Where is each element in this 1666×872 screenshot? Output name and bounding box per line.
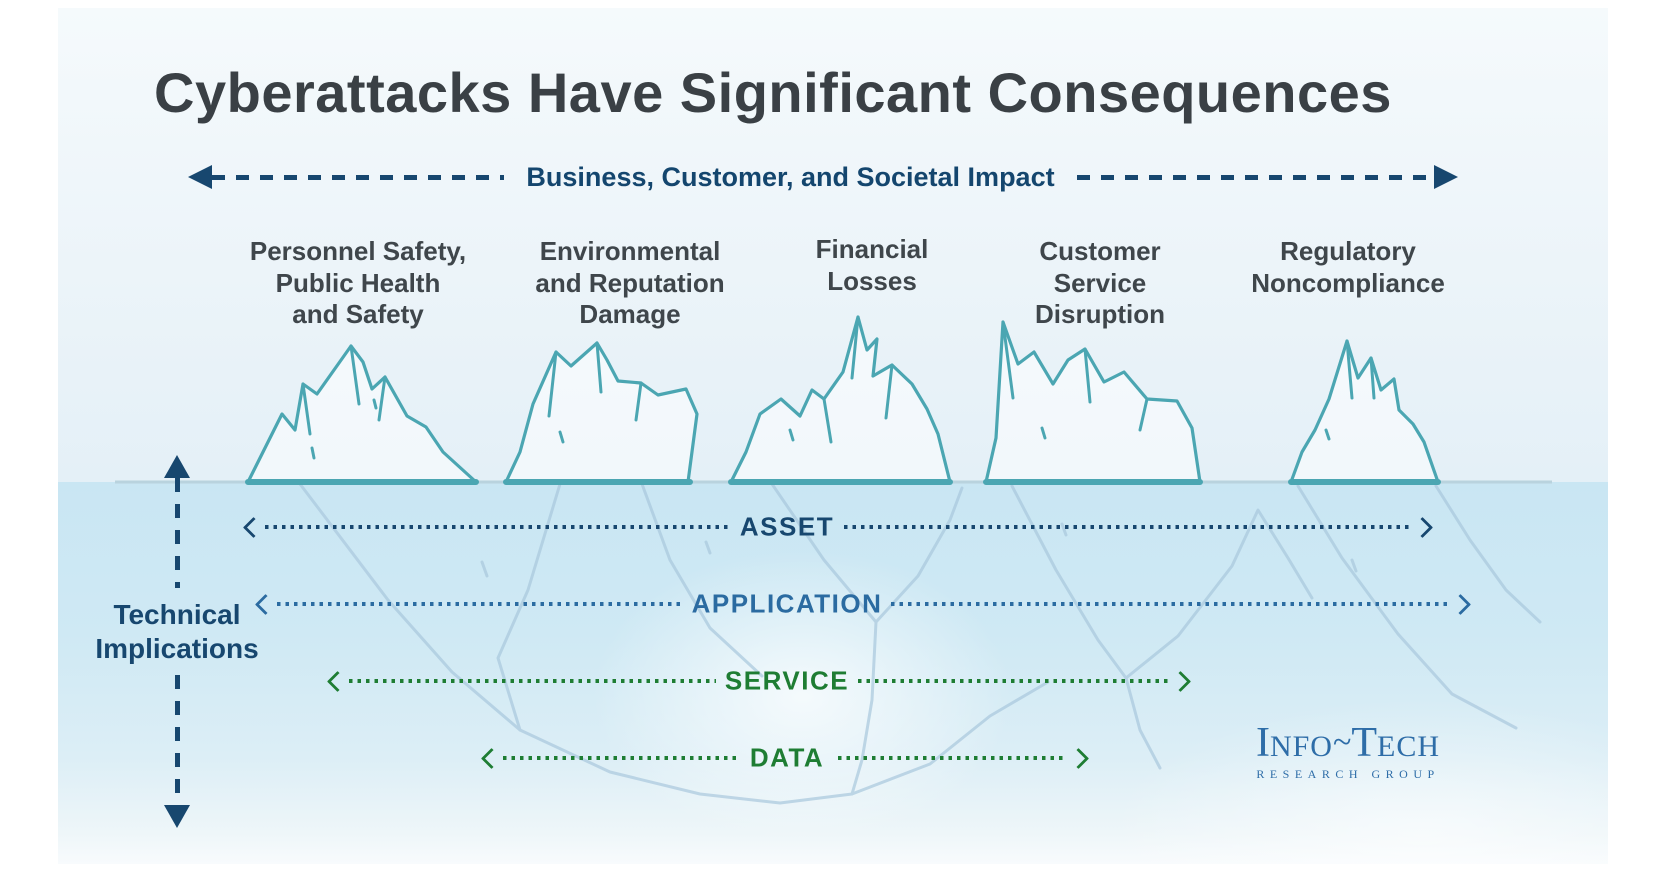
logo-letters: ECH bbox=[1377, 730, 1441, 763]
dotted-line bbox=[349, 679, 716, 683]
dotted-line bbox=[844, 525, 1411, 529]
chevron-right-icon bbox=[1169, 670, 1192, 692]
layer-label-application: APPLICATION bbox=[691, 588, 883, 619]
consequence-label-regulatory-noncompliance: Regulatory Noncompliance bbox=[1251, 236, 1445, 298]
page-title: Cyberattacks Have Significant Consequenc… bbox=[154, 61, 1392, 124]
water-background bbox=[58, 482, 1608, 864]
chevron-right-icon bbox=[1449, 593, 1472, 615]
service-arrow-right bbox=[858, 668, 1192, 694]
underwater-iceberg-reflections bbox=[298, 482, 1542, 805]
dashed-line bbox=[1076, 174, 1434, 180]
application-arrow-left bbox=[254, 591, 683, 617]
technical-implications-axis: Technical Implications bbox=[52, 455, 302, 828]
arrowhead-down-icon bbox=[164, 805, 190, 828]
consequence-label-customer-service: Customer Service Disruption bbox=[1035, 236, 1165, 330]
layer-label-service: SERVICE bbox=[724, 665, 850, 696]
arrowhead-right-icon bbox=[1434, 165, 1458, 189]
chevron-left-icon bbox=[480, 747, 503, 769]
logo-tilde: ~ bbox=[1332, 724, 1352, 761]
arrowhead-left-icon bbox=[188, 165, 212, 189]
logo-letters: NFO bbox=[1269, 730, 1333, 763]
dotted-line bbox=[838, 756, 1067, 760]
impact-axis-label: Business, Customer, and Societal Impact bbox=[526, 161, 1055, 192]
iceberg-illustration bbox=[115, 315, 1552, 805]
icebergs bbox=[245, 315, 1441, 485]
data-arrow-left bbox=[480, 745, 736, 771]
logo-letter: T bbox=[1351, 720, 1378, 766]
consequence-label-financial-losses: Financial Losses bbox=[815, 234, 929, 296]
layer-label-asset: ASSET bbox=[739, 511, 835, 542]
asset-arrow-right bbox=[844, 514, 1434, 540]
infotech-logo-wordmark: INFO~TECH bbox=[1232, 722, 1464, 764]
technical-implications-label: Technical Implications bbox=[95, 599, 259, 664]
infotech-logo-subtitle: RESEARCH GROUP bbox=[1256, 767, 1440, 781]
business-impact-axis: Business, Customer, and Societal Impact bbox=[188, 160, 1458, 194]
iceberg-5 bbox=[1289, 339, 1440, 484]
dashed-line bbox=[212, 174, 505, 180]
logo-letter: I bbox=[1255, 720, 1270, 766]
dotted-line bbox=[277, 602, 683, 606]
arrowhead-up-icon bbox=[164, 455, 190, 478]
chevron-right-icon bbox=[1411, 516, 1434, 538]
consequence-label-environmental-damage: Environmental and Reputation Damage bbox=[535, 236, 725, 330]
layer-label-data: DATA bbox=[749, 742, 825, 773]
iceberg-diagram-panel bbox=[58, 8, 1608, 864]
iceberg-2 bbox=[504, 341, 699, 484]
service-arrow-left bbox=[326, 668, 716, 694]
chevron-left-icon bbox=[326, 670, 349, 692]
infotech-logo: INFO~TECH RESEARCH GROUP bbox=[1232, 722, 1464, 782]
asset-arrow-left bbox=[242, 514, 728, 540]
dotted-line bbox=[503, 756, 736, 760]
dotted-line bbox=[891, 602, 1449, 606]
chevron-right-icon bbox=[1067, 747, 1090, 769]
dashed-line-vertical bbox=[174, 675, 180, 805]
iceberg-4 bbox=[984, 320, 1202, 484]
iceberg-facet-lines bbox=[301, 315, 1376, 460]
dotted-line bbox=[858, 679, 1169, 683]
iceberg-1 bbox=[246, 344, 478, 484]
data-arrow-right bbox=[838, 745, 1090, 771]
iceberg-3 bbox=[729, 315, 952, 484]
dotted-line bbox=[265, 525, 728, 529]
consequence-label-personnel-safety: Personnel Safety, Public Health and Safe… bbox=[249, 236, 467, 330]
dashed-line-vertical bbox=[174, 478, 180, 589]
application-arrow-right bbox=[891, 591, 1472, 617]
